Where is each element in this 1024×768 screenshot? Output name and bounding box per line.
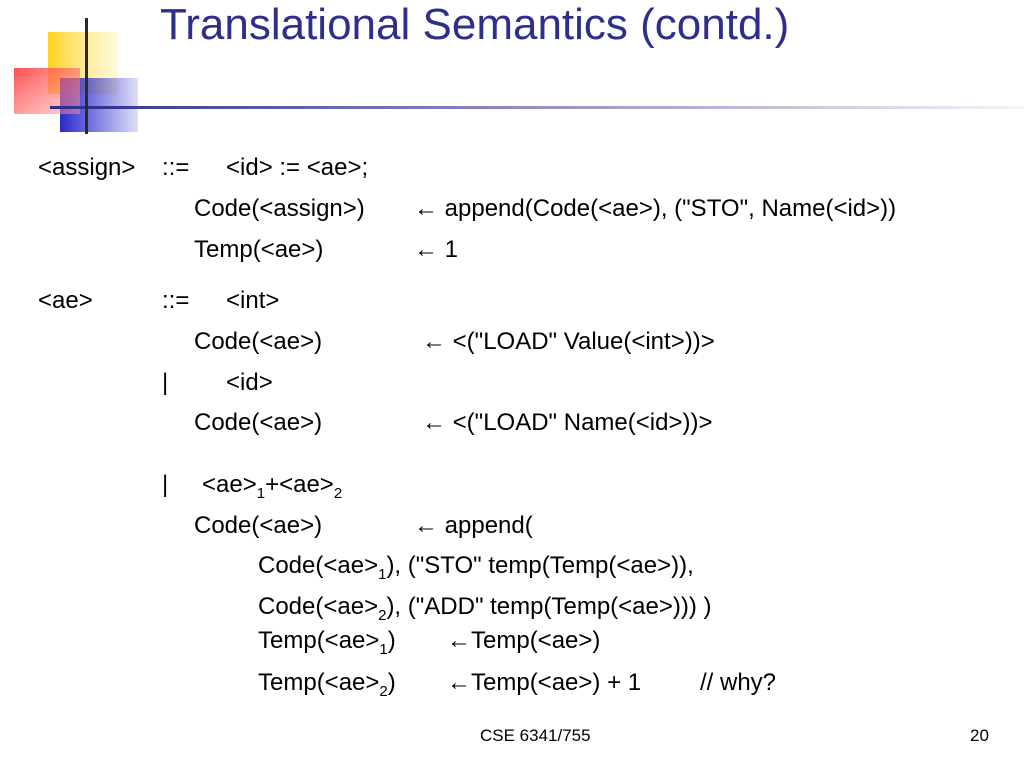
sum-code-lhs: Code(<ae>) bbox=[194, 512, 323, 539]
temp1-subscript: 1 bbox=[379, 640, 388, 658]
ae-id-code-lhs: Code(<ae>) bbox=[194, 409, 323, 436]
code1-part-b: ), ("STO" temp(Temp(<ae>)), bbox=[386, 552, 694, 579]
assign-rhs: <id> := <ae>; bbox=[226, 154, 369, 181]
code2-line: Code(<ae>2), ("ADD" temp(Temp(<ae>))) ) bbox=[258, 593, 712, 630]
deco-horizontal-rule bbox=[50, 106, 1024, 109]
ae-def-symbol: ::= bbox=[162, 287, 190, 314]
code2-part-b: ), ("ADD" temp(Temp(<ae>))) ) bbox=[386, 593, 712, 620]
assign-lhs: <assign> bbox=[38, 154, 136, 181]
code1-line: Code(<ae>1), ("STO" temp(Temp(<ae>)), bbox=[258, 552, 694, 589]
sum-plus-ae: +<ae> bbox=[265, 471, 334, 498]
sum-code-rhs: ← append( bbox=[414, 512, 533, 539]
ae-int-code-rhs: ← <("LOAD" Value(<int>))> bbox=[422, 328, 715, 355]
assign-code-lhs: Code(<assign>) bbox=[194, 195, 365, 222]
temp1-line: Temp(<ae>1) bbox=[258, 627, 396, 664]
temp2-part-b: ) bbox=[387, 669, 396, 696]
assign-code-rhs: ← append(Code(<ae>), ("STO", Name(<id>)) bbox=[414, 195, 897, 222]
temp1-part-a: Temp(<ae> bbox=[258, 627, 380, 654]
ae-rhs-int: <int> bbox=[226, 287, 280, 314]
assign-def-symbol: ::= bbox=[162, 154, 190, 181]
sum-subscript: 1 bbox=[256, 484, 266, 502]
ae-int-code-lhs: Code(<ae>) bbox=[194, 328, 323, 355]
temp2-comment: // why? bbox=[700, 669, 777, 696]
assign-temp-rhs: ← 1 bbox=[414, 236, 459, 263]
ae-rhs-id: <id> bbox=[226, 369, 273, 396]
deco-vertical-rule bbox=[85, 18, 88, 134]
slide-number: 20 bbox=[970, 726, 989, 745]
slide-decoration bbox=[14, 18, 1024, 134]
ae-lhs: <ae> bbox=[38, 287, 93, 314]
sum-subscript: 2 bbox=[333, 484, 343, 502]
temp2-part-a: Temp(<ae> bbox=[258, 669, 380, 696]
temp2-rhs: ←Temp(<ae>) + 1 bbox=[447, 669, 642, 696]
assign-temp-lhs: Temp(<ae>) bbox=[194, 236, 324, 263]
temp1-part-b: ) bbox=[387, 627, 396, 654]
code2-part-a: Code(<ae> bbox=[258, 593, 379, 620]
alternative-bar: | bbox=[162, 471, 169, 498]
code1-subscript: 1 bbox=[378, 565, 387, 583]
alternative-bar: | bbox=[162, 369, 169, 396]
slide-title: Translational Semantics (contd.) bbox=[160, 0, 790, 49]
code2-subscript: 2 bbox=[378, 606, 387, 624]
code1-part-a: Code(<ae> bbox=[258, 552, 379, 579]
temp1-rhs: ←Temp(<ae>) bbox=[447, 627, 601, 654]
footer-course: CSE 6341/755 bbox=[480, 726, 591, 745]
sum-ae: <ae> bbox=[202, 471, 257, 498]
temp2-subscript: 2 bbox=[379, 682, 388, 700]
ae-rhs-sum: <ae>1+<ae>2 bbox=[202, 471, 342, 508]
temp2-line: Temp(<ae>2) bbox=[258, 669, 396, 706]
ae-id-code-rhs: ← <("LOAD" Name(<id>))> bbox=[422, 409, 713, 436]
